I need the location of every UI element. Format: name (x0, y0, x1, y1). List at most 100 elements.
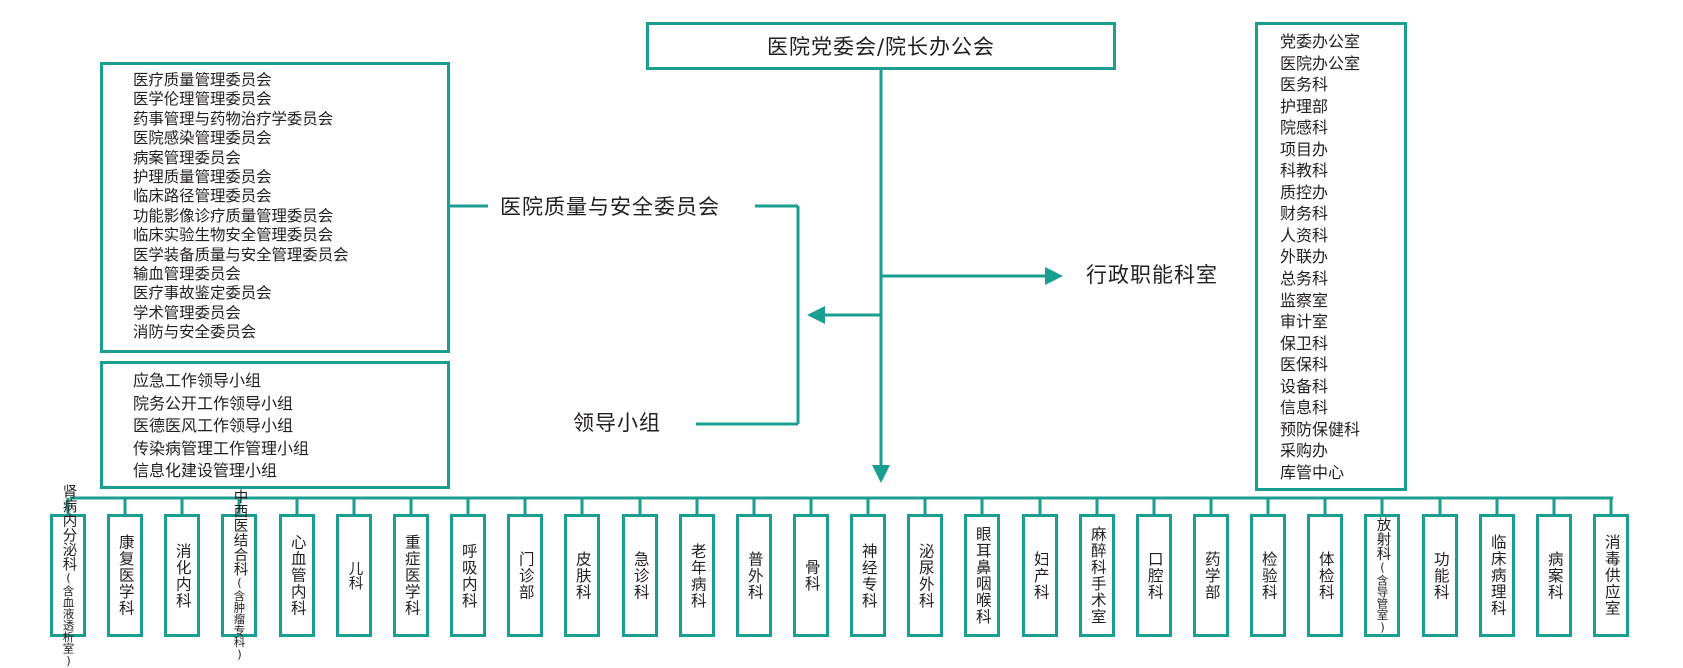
department-name-part: 药学部 (1202, 550, 1221, 601)
department-name: 消毒供应室 (1602, 534, 1621, 617)
admin-department-label: 行政职能科室 (1080, 262, 1224, 288)
admin-department-item: 项目办 (1280, 139, 1329, 159)
department-name-part: (含导管室) (1375, 560, 1390, 635)
department-box: 眼耳鼻咽喉科 (964, 514, 1000, 637)
department-name: 麻醉科手术室 (1088, 526, 1107, 625)
committee-item: 病案管理委员会 (133, 148, 241, 167)
department-box: 肾病内分泌科(含血液透析室) (50, 484, 86, 668)
department-name-part: 普外科 (745, 550, 764, 601)
department-box: 麻醉科手术室 (1079, 514, 1115, 637)
department-name: 妇产科 (1031, 550, 1050, 601)
department-name: 皮肤科 (573, 550, 592, 601)
committee-item: 输血管理委员会 (133, 265, 241, 284)
committee-item: 护理质量管理委员会 (133, 168, 272, 187)
party-committee-box: 医院党委会/院长办公会 (646, 22, 1116, 70)
department-name-part: 心血管内科 (288, 534, 307, 617)
department-box: 中西医结合科(含肿瘤专科) (221, 489, 257, 662)
admin-department-item: 院感科 (1280, 118, 1329, 138)
admin-department-item: 库管中心 (1280, 462, 1345, 482)
department-name-part: 病案科 (1545, 550, 1564, 601)
department-name-part: 消化内科 (173, 542, 192, 609)
admin-department-item: 质控办 (1280, 182, 1329, 202)
department-box: 临床病理科 (1479, 514, 1515, 637)
committee-item: 医院感染管理委员会 (133, 129, 272, 148)
committee-item: 医疗事故鉴定委员会 (133, 284, 272, 303)
admin-department-item: 党委办公室 (1280, 32, 1361, 51)
department-name-part: 放射科 (1374, 516, 1391, 561)
department-box: 急诊科 (622, 514, 658, 637)
leading-group-item: 传染病管理工作管理小组 (133, 438, 310, 458)
admin-department-item: 医务科 (1280, 75, 1329, 95)
committee-item: 药事管理与药物治疗学委员会 (133, 109, 334, 128)
department-name: 检验科 (1259, 550, 1278, 601)
department-name: 临床病理科 (1488, 534, 1507, 617)
department-name: 体检科 (1317, 551, 1335, 601)
department-box: 妇产科 (1022, 514, 1058, 637)
department-box: 口腔科 (1136, 514, 1172, 637)
department-name: 呼吸内科 (460, 543, 478, 609)
department-name-part: 急诊科 (631, 550, 650, 601)
department-box: 门诊部 (507, 514, 543, 637)
department-name: 骨科 (803, 559, 821, 592)
admin-department-item: 护理部 (1280, 96, 1329, 116)
department-name-part: (含肿瘤专科) (232, 576, 247, 662)
department-name: 肾病内分泌科(含血液透析室) (60, 484, 77, 668)
admin-department-item: 采购办 (1280, 441, 1329, 461)
department-name-part: 消毒供应室 (1602, 534, 1621, 617)
department-name-part: 肾病内分泌科 (60, 483, 77, 571)
department-box: 病案科 (1536, 514, 1572, 637)
leading-group-item: 信息化建设管理小组 (133, 461, 278, 481)
department-box: 检验科 (1250, 514, 1286, 637)
department-name: 眼耳鼻咽喉科 (973, 526, 992, 625)
committee-item: 学术管理委员会 (133, 303, 241, 322)
department-name-part: 门诊部 (516, 550, 535, 601)
admin-department-item: 总务科 (1280, 269, 1329, 289)
department-name-part: 眼耳鼻咽喉科 (973, 526, 992, 625)
department-name: 中西医结合科(含肿瘤专科) (231, 489, 248, 662)
committee-list-box: 医疗质量管理委员会医学伦理管理委员会药事管理与药物治疗学委员会医院感染管理委员会… (100, 62, 450, 353)
department-box: 骨科 (793, 514, 829, 637)
department-name-part: 儿 (346, 561, 363, 576)
leading-group-item: 院务公开工作领导小组 (133, 393, 294, 413)
department-box: 药学部 (1193, 514, 1229, 637)
admin-department-item: 外联办 (1280, 247, 1329, 267)
department-name-part: 科 (346, 575, 363, 591)
committee-item: 医疗质量管理委员会 (133, 71, 272, 89)
department-name: 重症医学科 (403, 534, 421, 617)
department-box: 呼吸内科 (450, 514, 486, 637)
department-name-part: 检验科 (1259, 550, 1278, 601)
department-name-part: 神经专科 (859, 542, 878, 609)
department-name-part: 麻醉科手术室 (1088, 526, 1107, 625)
department-box: 功能科 (1422, 514, 1458, 637)
admin-department-list-box: 党委办公室医院办公室医务科护理部院感科项目办科教科质控办财务科人资科外联办总务科… (1255, 22, 1407, 491)
department-name-part: 功能科 (1431, 550, 1450, 601)
department-box: 儿科 (336, 514, 372, 637)
department-name-part: 妇产科 (1031, 550, 1050, 601)
admin-department-item: 人资科 (1280, 225, 1329, 245)
admin-department-item: 设备科 (1280, 376, 1329, 396)
department-box: 神经专科 (850, 514, 886, 637)
leading-group-list-box: 应急工作领导小组院务公开工作领导小组医德医风工作领导小组传染病管理工作管理小组信… (100, 361, 450, 489)
department-name-part: 中西医结合科 (231, 489, 248, 577)
department-name-part: 口腔科 (1145, 550, 1164, 601)
department-name-part: (含血液透析室) (61, 570, 76, 668)
department-name-part: 临床病理科 (1488, 534, 1507, 617)
department-name: 老年病科 (689, 543, 707, 609)
department-name: 急诊科 (631, 550, 650, 601)
department-name: 功能科 (1431, 550, 1450, 601)
department-box: 皮肤科 (564, 514, 600, 637)
department-name: 放射科(含导管室) (1374, 517, 1391, 635)
department-name: 心血管内科 (288, 534, 307, 617)
committee-item: 临床路径管理委员会 (133, 187, 272, 206)
department-box: 心血管内科 (279, 514, 315, 637)
department-box: 老年病科 (679, 514, 715, 637)
admin-department-item: 预防保健科 (1280, 419, 1361, 439)
admin-department-item: 信息科 (1280, 398, 1329, 418)
department-name: 普外科 (745, 550, 764, 601)
leading-group-item: 应急工作领导小组 (133, 371, 262, 390)
department-box: 消化内科 (164, 514, 200, 637)
department-name: 神经专科 (859, 542, 878, 609)
department-name-part: 皮肤科 (573, 550, 592, 601)
leading-group-label: 领导小组 (565, 410, 669, 436)
department-name: 泌尿外科 (917, 543, 935, 609)
